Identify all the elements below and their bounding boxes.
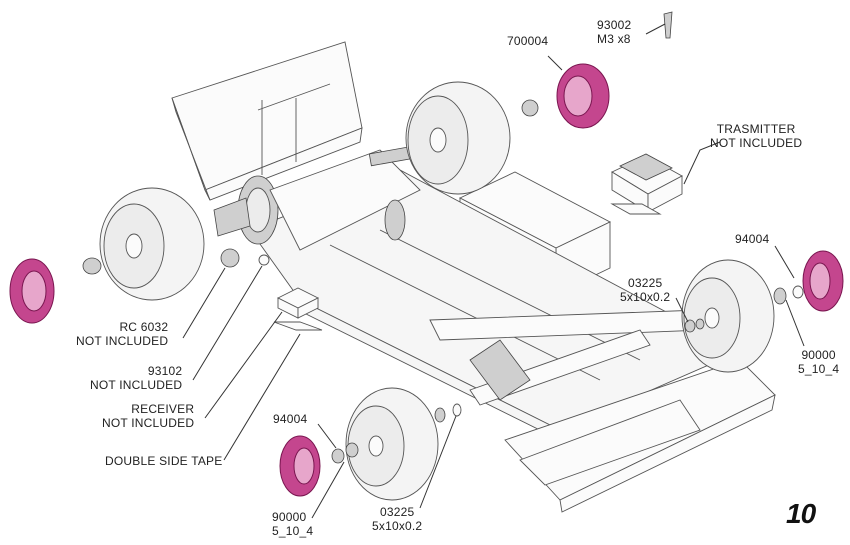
small-parts: [82, 11, 804, 464]
wheel-rear-left: [99, 187, 205, 301]
rear-wing: [171, 41, 363, 201]
label-03225-left: 03225 5x10x0.2: [372, 505, 422, 533]
label-90000-right-code: 90000: [801, 348, 836, 362]
label-transmitter-line1: TRASMITTER: [716, 122, 796, 136]
label-double-side-tape: DOUBLE SIDE TAPE: [105, 454, 223, 468]
label-transmitter: TRASMITTER NOT INCLUDED: [710, 122, 802, 150]
step-number: 10: [786, 498, 816, 529]
label-receiver-line2: NOT INCLUDED: [102, 416, 195, 430]
label-transmitter-line2: NOT INCLUDED: [710, 136, 803, 150]
label-rc6032-line1: RC 6032: [119, 320, 169, 334]
wheel-rear-right: [405, 81, 511, 195]
label-94004-right: 94004: [735, 232, 770, 246]
label-receiver: RECEIVER NOT INCLUDED: [102, 402, 194, 430]
label-03225-left-size: 5x10x0.2: [372, 519, 423, 533]
front-suspension: [429, 309, 706, 406]
label-03225-left-code: 03225: [379, 505, 415, 519]
leader-lines: [182, 23, 805, 519]
wheel-front-right: [681, 259, 775, 373]
label-93102-line2: NOT INCLUDED: [90, 378, 183, 392]
label-rc6032-line2: NOT INCLUDED: [76, 334, 169, 348]
label-90000-right: 90000 5_10_4: [798, 348, 839, 376]
label-90000-left-size: 5_10_4: [272, 524, 314, 538]
label-receiver-line1: RECEIVER: [131, 402, 195, 416]
wheel-front-left: [345, 387, 439, 501]
label-90000-left: 90000 5_10_4: [272, 510, 313, 538]
label-03225-right-code: 03225: [627, 276, 663, 290]
label-94004-left: 94004: [273, 412, 308, 426]
front-wing: [504, 359, 776, 513]
label-700004: 700004: [507, 34, 549, 48]
label-rc6032: RC 6032 NOT INCLUDED: [76, 320, 168, 348]
highlighted-hub-parts: [9, 63, 844, 497]
label-93102-line1: 93102: [147, 364, 183, 378]
label-03225-right: 03225 5x10x0.2: [620, 276, 670, 304]
receiver-and-tape: [273, 287, 323, 331]
label-93002: 93002 M3 x8: [597, 18, 631, 46]
label-93102: 93102 NOT INCLUDED: [90, 364, 182, 392]
label-90000-right-size: 5_10_4: [798, 362, 840, 376]
label-93002-code: 93002: [597, 18, 632, 32]
transmitter: [610, 153, 683, 215]
label-03225-right-size: 5x10x0.2: [620, 290, 671, 304]
label-90000-left-code: 90000: [272, 510, 307, 524]
drivetrain: [213, 145, 421, 251]
label-93002-size: M3 x8: [597, 32, 631, 46]
